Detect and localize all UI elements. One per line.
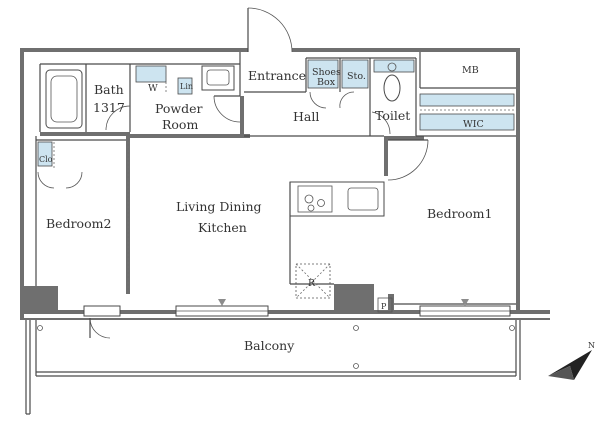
linen-cabinet	[177, 77, 193, 95]
label-bath-size: 1317	[93, 100, 125, 115]
fixtures	[37, 59, 516, 313]
north-arrow-icon: N	[548, 341, 595, 380]
label-toilet: Toilet	[375, 108, 410, 123]
label-refrigerator: R	[308, 278, 316, 289]
wic-shelf	[419, 93, 515, 107]
label-closet: Clo	[39, 155, 53, 164]
label-shoes-box-2: Box	[317, 77, 336, 88]
room-labels: Bath 1317 W Lin Powder Room Entrance Sho…	[39, 65, 492, 353]
kitchen-sink	[347, 187, 379, 211]
refrigerator-space	[295, 263, 331, 299]
doors	[37, 7, 429, 339]
hob-burner	[304, 194, 314, 204]
label-mb: MB	[462, 65, 479, 76]
label-ldk-1: Living Dining	[176, 199, 262, 214]
label-ldk-2: Kitchen	[198, 220, 247, 235]
shoes-box	[307, 59, 339, 89]
label-shoes-box-1: Shoes	[312, 67, 341, 78]
bathtub	[45, 69, 83, 129]
label-washer: W	[148, 83, 158, 94]
label-bath: Bath	[94, 82, 124, 97]
label-bedroom1: Bedroom1	[427, 206, 492, 221]
label-pipe-space: P	[381, 302, 387, 311]
label-wic: WIC	[463, 119, 484, 130]
window-arrow-icon	[218, 299, 226, 306]
windows	[83, 299, 511, 317]
label-entrance: Entrance	[248, 68, 306, 83]
balcony-area	[25, 320, 521, 415]
compass-north-label: N	[588, 341, 595, 350]
label-balcony: Balcony	[244, 338, 295, 353]
label-bedroom2: Bedroom2	[46, 216, 111, 231]
label-storage: Sto.	[347, 71, 366, 82]
label-hall: Hall	[293, 109, 319, 124]
label-powder-room-1: Powder	[155, 101, 203, 116]
closet-shelf	[37, 141, 53, 167]
washer-area	[135, 65, 167, 83]
toilet-tank	[373, 59, 415, 73]
window-arrow-icon	[461, 299, 469, 306]
toilet-bowl	[383, 74, 401, 102]
label-linen: Lin	[180, 82, 193, 91]
label-powder-room-2: Room	[162, 117, 198, 132]
